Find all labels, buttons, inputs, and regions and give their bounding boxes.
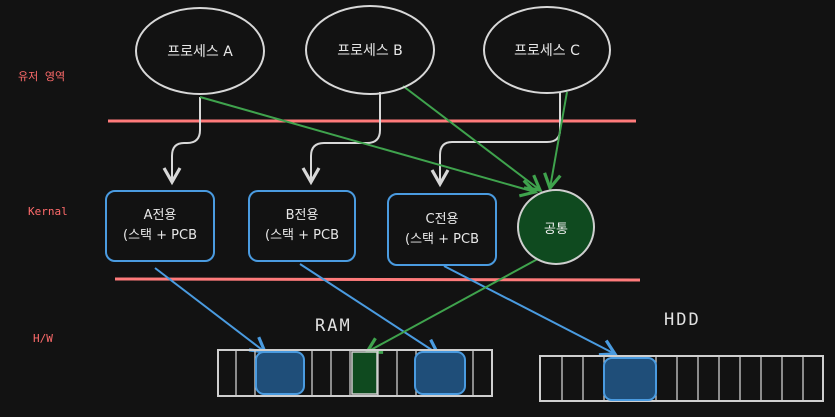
- arrow-proc-a-to-kbox-a: [162, 97, 201, 186]
- process-a-node: 프로세스 A: [135, 7, 265, 95]
- arrow-proc-b-to-kbox-b: [301, 92, 381, 186]
- hdd-block-c: [603, 357, 657, 401]
- hdd-title: HDD: [664, 310, 701, 330]
- kernel-box-b-title: B전용: [285, 208, 319, 223]
- arrow-common-to-ram: [364, 254, 546, 354]
- process-b-node: 프로세스 B: [305, 5, 435, 95]
- arrow-kbox-b-to-ram: [299, 263, 441, 356]
- kernel-box-c-detail: (스택 + PCB: [405, 231, 479, 247]
- hdd-strip: [539, 355, 824, 402]
- common-node: 공통: [517, 189, 595, 265]
- kernel-box-a-title: A전용: [143, 208, 177, 223]
- arrow-kbox-a-to-ram: [154, 267, 268, 354]
- kernel-box-b-detail: (스택 + PCB: [265, 228, 339, 243]
- kernel-box-a-detail: (스택 + PCB: [123, 228, 197, 243]
- kernel-hw-divider: [114, 277, 641, 282]
- process-c-node: 프로세스 C: [483, 6, 611, 94]
- process-c-label: 프로세스 C: [514, 43, 580, 59]
- process-b-label: 프로세스 B: [337, 43, 403, 59]
- ram-title: RAM: [315, 316, 352, 336]
- ram-block-a: [255, 351, 305, 395]
- arrow-proc-a-to-common: [199, 96, 539, 198]
- kernel-box-b: B전용 (스택 + PCB: [248, 190, 356, 262]
- zone-label-hw: H/W: [33, 332, 53, 345]
- zone-label-user: 유저 영역: [18, 70, 66, 83]
- kernel-box-a: A전용 (스택 + PCB: [105, 190, 215, 262]
- ram-strip: [217, 349, 493, 397]
- process-a-label: 프로세스 A: [167, 44, 233, 60]
- ram-block-common: [351, 351, 378, 395]
- kernel-box-c: C전용 (스택 + PCB: [387, 193, 497, 266]
- kernel-box-c-title: C전용: [425, 211, 459, 227]
- arrow-kbox-c-to-hdd: [443, 265, 618, 357]
- arrow-proc-b-to-common: [402, 85, 543, 192]
- zone-label-kernel: Kernal: [28, 205, 68, 218]
- arrow-proc-c-to-common: [543, 91, 568, 192]
- common-label: 공통: [544, 221, 568, 237]
- ram-block-b: [414, 351, 466, 395]
